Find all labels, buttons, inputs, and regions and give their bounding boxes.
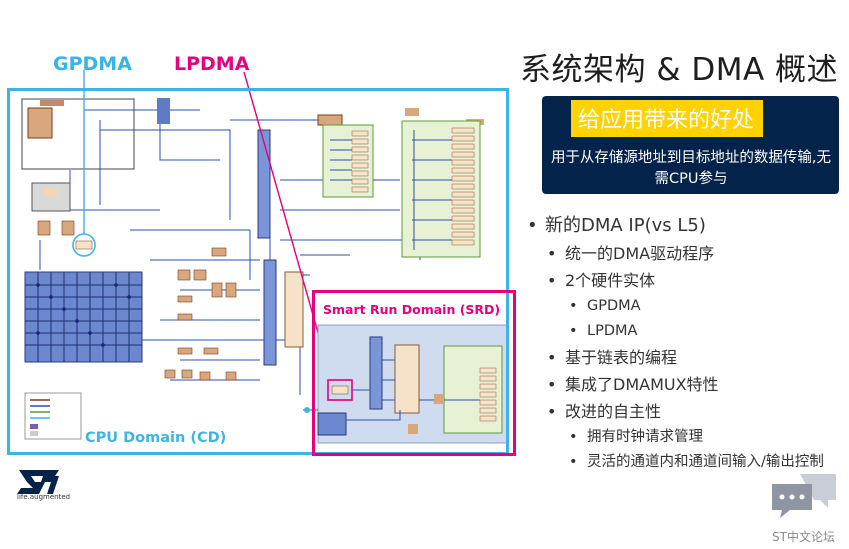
srd-label: Smart Run Domain (SRD) bbox=[323, 302, 501, 317]
bullet-text: 改进的自主性 bbox=[565, 402, 662, 421]
benefit-text: 用于从存储源地址到目标地址的数据传输,无需CPU参与 bbox=[550, 150, 832, 187]
st-logo-icon bbox=[17, 470, 59, 494]
bullet-text: LPDMA bbox=[587, 323, 638, 339]
list-item: •拥有时钟请求管理 bbox=[569, 429, 703, 445]
bullet-text: 统一的DMA驱动程序 bbox=[565, 244, 715, 263]
list-item: •统一的DMA驱动程序 bbox=[547, 244, 715, 263]
bullet-text: 2个硬件实体 bbox=[565, 271, 656, 290]
feature-list: •新的DMA IP(vs L5) •统一的DMA驱动程序 •2个硬件实体 •GP… bbox=[527, 212, 839, 475]
list-item: •基于链表的编程 bbox=[547, 348, 678, 367]
cpu-domain-label: CPU Domain (CD) bbox=[85, 430, 227, 446]
top-components bbox=[27, 98, 484, 212]
list-item: •集成了DMAMUX特性 bbox=[547, 375, 719, 394]
bullet-text: 新的DMA IP(vs L5) bbox=[545, 215, 706, 236]
benefit-heading: 给应用带来的好处 bbox=[571, 100, 764, 137]
list-item: •新的DMA IP(vs L5) bbox=[527, 215, 706, 236]
chat-bubble-icon bbox=[772, 474, 836, 518]
small-peripherals bbox=[37, 220, 237, 381]
bullet-text: GPDMA bbox=[587, 298, 641, 314]
bus-matrix-grid bbox=[25, 272, 142, 362]
list-item: •改进的自主性 bbox=[547, 402, 662, 421]
green-block-2-rows bbox=[451, 127, 475, 246]
gpdma-label: GPDMA bbox=[53, 53, 132, 75]
bullet-text: 灵活的通道内和通道间输入/输出控制 bbox=[587, 454, 824, 470]
list-item: •GPDMA bbox=[569, 298, 641, 314]
bullet-text: 基于链表的编程 bbox=[565, 348, 678, 367]
list-item: •2个硬件实体 bbox=[547, 271, 656, 290]
forum-watermark: ST中文论坛 bbox=[772, 530, 835, 544]
logo-tagline: life.augmented bbox=[17, 493, 71, 501]
list-item: •LPDMA bbox=[569, 323, 638, 339]
lpdma-label: LPDMA bbox=[174, 53, 250, 75]
srd-green-rows bbox=[479, 367, 497, 422]
srd-frame bbox=[312, 290, 516, 456]
bullet-text: 拥有时钟请求管理 bbox=[587, 429, 703, 445]
slide-title: 系统架构 & DMA 概述 bbox=[520, 52, 839, 88]
list-item: •灵活的通道内和通道间输入/输出控制 bbox=[527, 450, 839, 475]
cpu-domain-frame bbox=[7, 88, 509, 455]
green-block-1-rows bbox=[351, 130, 369, 193]
bullet-text: 集成了DMAMUX特性 bbox=[565, 375, 719, 394]
